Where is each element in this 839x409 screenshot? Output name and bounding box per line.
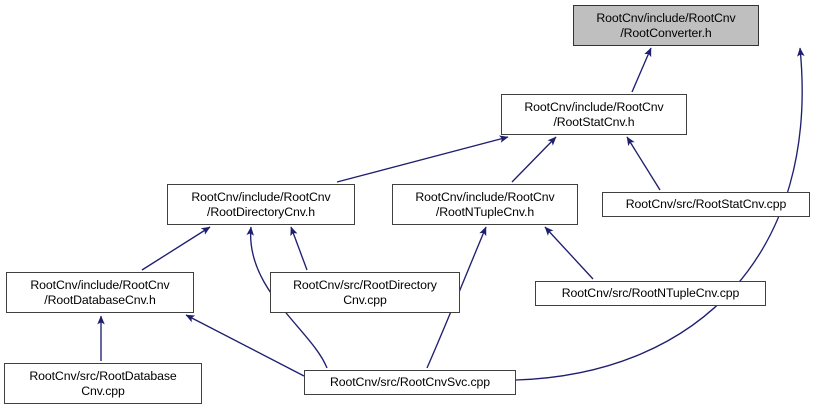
graph-node-rootntuplecnv_cpp[interactable]: RootCnv/src/RootNTupleCnv.cpp — [535, 281, 766, 306]
graph-node-label: RootCnv/src/RootStatCnv.cpp — [625, 197, 787, 212]
graph-node-label: RootCnv/src/RootCnvSvc.cpp — [329, 375, 491, 390]
graph-node-rootntuplecnv_h[interactable]: RootCnv/include/RootCnv /RootNTupleCnv.h — [392, 184, 578, 225]
graph-node-rootdirectorycnv_cpp[interactable]: RootCnv/src/RootDirectory Cnv.cpp — [270, 272, 460, 313]
edge-rootntuplecnv-to-rootstatcnv — [511, 136, 557, 183]
graph-node-label: RootCnv/src/RootNTupleCnv.cpp — [561, 286, 740, 301]
edge-rootstatcnv-to-rootconverter — [631, 47, 652, 93]
graph-node-rootdirectorycnv_h[interactable]: RootCnv/include/RootCnv /RootDirectoryCn… — [167, 184, 355, 225]
edge-rootdirectorycnv-cpp-to-rootdirectorycnv — [290, 226, 308, 271]
graph-node-label: RootCnv/include/RootCnv /RootDirectoryCn… — [191, 190, 331, 219]
graph-node-rootstatcnv_cpp[interactable]: RootCnv/src/RootStatCnv.cpp — [602, 192, 810, 217]
graph-node-label: RootCnv/include/RootCnv /RootDatabaseCnv… — [30, 278, 170, 307]
edge-rootntuplecnv-cpp-to-rootntuplecnv — [544, 226, 594, 280]
graph-node-rootdatabasecnv_cpp[interactable]: RootCnv/src/RootDatabase Cnv.cpp — [4, 363, 202, 404]
graph-node-rootstatcnv_h[interactable]: RootCnv/include/RootCnv /RootStatCnv.h — [501, 94, 687, 135]
graph-node-label: RootCnv/src/RootDatabase Cnv.cpp — [29, 369, 177, 398]
edge-rootstatcnv-cpp-to-rootstatcnv — [626, 136, 661, 191]
graph-node-rootconverter_h: RootCnv/include/RootCnv /RootConverter.h — [573, 5, 759, 46]
graph-node-label: RootCnv/src/RootDirectory Cnv.cpp — [293, 278, 437, 307]
graph-node-rootdatabasecnv_h[interactable]: RootCnv/include/RootCnv /RootDatabaseCnv… — [6, 272, 194, 313]
edge-rootcnvsvc-to-rootdatabasecnv — [185, 314, 305, 377]
edge-rootdirectorycnv-to-rootstatcnv — [336, 135, 509, 183]
graph-node-label: RootCnv/include/RootCnv /RootConverter.h — [596, 11, 736, 40]
edge-rootdatabasecnv-to-rootdirectorycnv — [141, 226, 211, 271]
graph-node-label: RootCnv/include/RootCnv /RootStatCnv.h — [524, 100, 664, 129]
graph-node-rootcnvsvc_cpp[interactable]: RootCnv/src/RootCnvSvc.cpp — [304, 370, 516, 395]
graph-node-label: RootCnv/include/RootCnv /RootNTupleCnv.h — [415, 190, 555, 219]
